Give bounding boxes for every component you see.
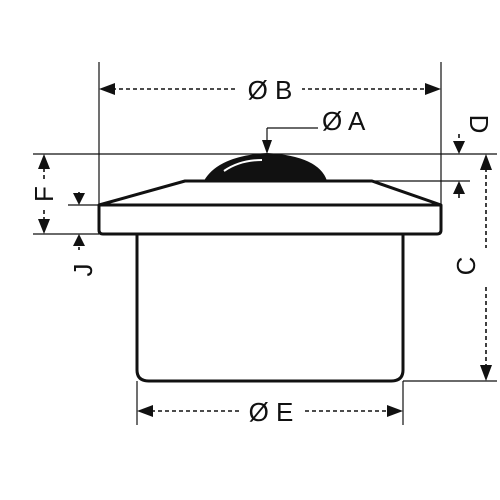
dimension-j: J xyxy=(68,192,99,277)
flange xyxy=(97,179,443,236)
dimension-j-label: J xyxy=(68,264,98,277)
dimension-f: F xyxy=(29,153,268,235)
dimension-d-label: D xyxy=(464,115,494,134)
ball-transfer-unit xyxy=(97,152,443,383)
dimension-c-label: C xyxy=(451,257,481,276)
dimension-f-label: F xyxy=(29,186,59,202)
ball-highlight xyxy=(223,159,263,172)
dimension-e: Ø E xyxy=(136,381,404,427)
dimension-b-label: Ø B xyxy=(248,75,293,105)
dimension-a-label: Ø A xyxy=(322,106,366,136)
dimension-d: D xyxy=(268,115,497,199)
dimension-e-label: Ø E xyxy=(249,397,294,427)
dimension-c: C xyxy=(403,154,500,382)
unit-body xyxy=(135,232,405,383)
dimension-b: Ø B xyxy=(98,62,442,205)
dimension-a: Ø A xyxy=(262,106,366,154)
steel-ball xyxy=(203,152,328,182)
